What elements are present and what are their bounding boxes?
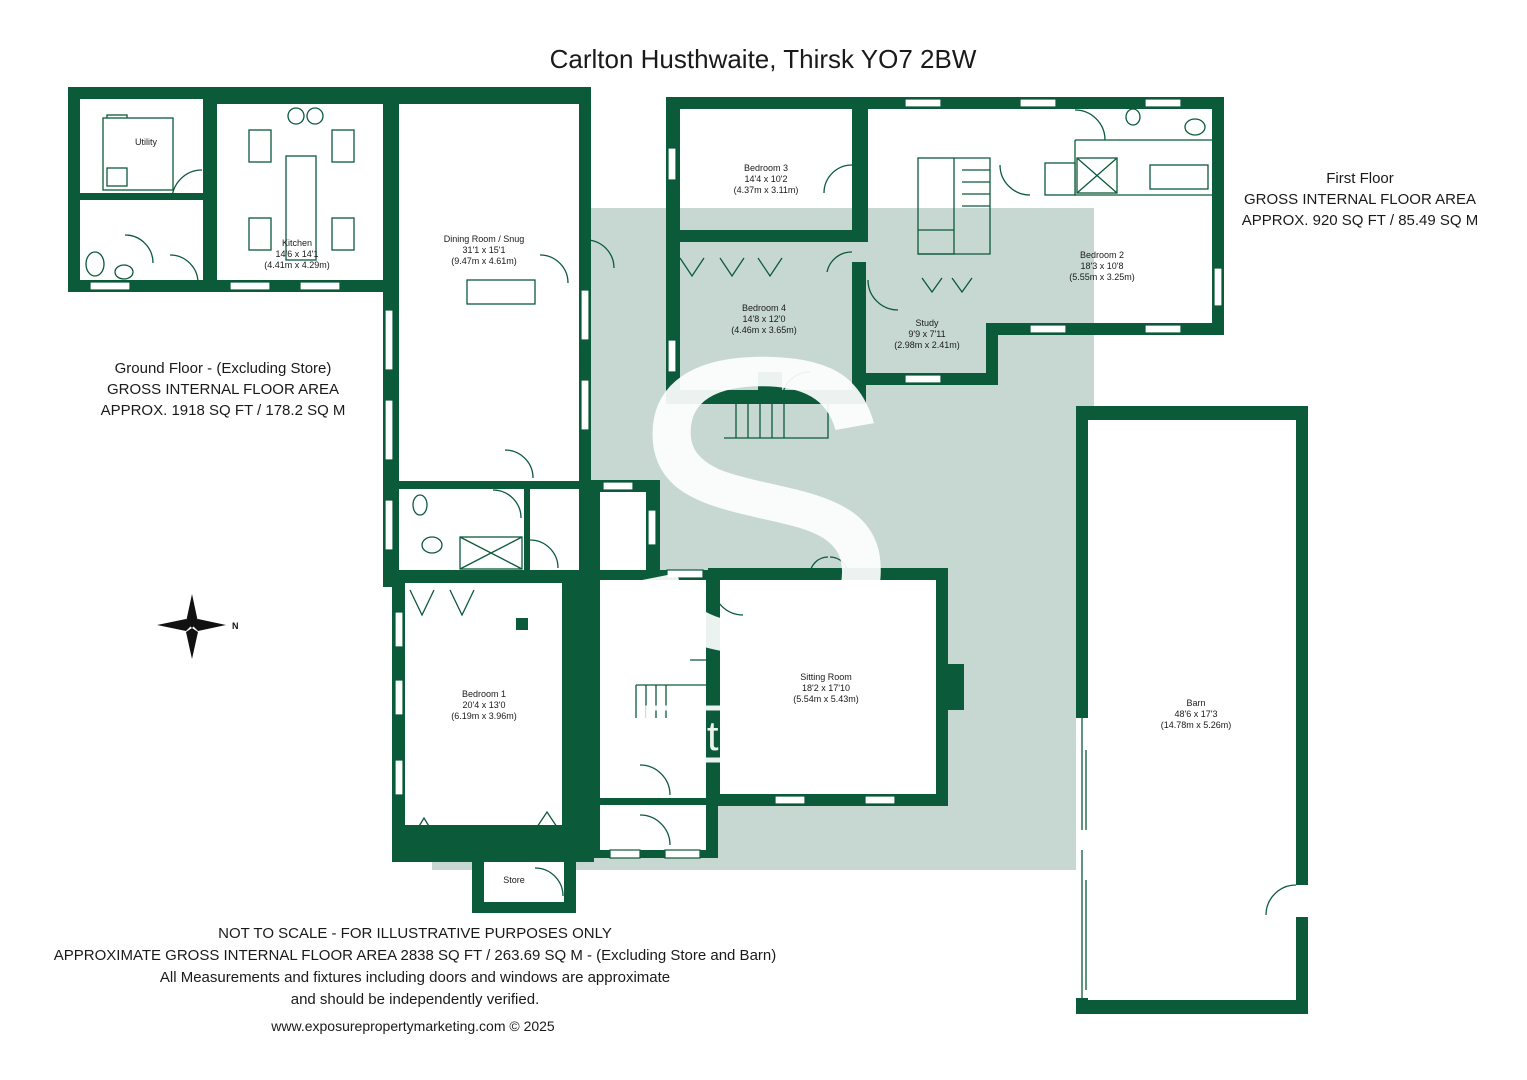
room-label-store: Store [503,875,525,885]
note-line-2: APPROXIMATE GROSS INTERNAL FLOOR AREA 28… [53,947,777,964]
watermark-letter: S [620,271,900,740]
watermark: S Est. 1871 [620,271,900,768]
first-floor-plan [666,97,1224,439]
first-floor-area-value: APPROX. 920 SQ FT / 85.49 SQ M [1241,212,1479,229]
first-floor-area-heading: GROSS INTERNAL FLOOR AREA [1243,191,1476,208]
room-label-utility: Utility [135,137,157,147]
ground-floor-area-heading: GROSS INTERNAL FLOOR AREA [106,381,339,398]
first-floor-area: First Floor GROSS INTERNAL FLOOR AREA AP… [1242,168,1478,231]
note-line-3: All Measurements and fixtures including … [159,969,671,986]
watermark-year: 1871 [752,710,868,768]
note-line-4: and should be independently verified. [290,991,540,1008]
page-title: Carlton Husthwaite, Thirsk YO7 2BW [549,44,977,74]
website-link[interactable]: www.exposurepropertymarketing.com © 2025 [271,1018,555,1034]
note-line-1: NOT TO SCALE - FOR ILLUSTRATIVE PURPOSES… [218,925,612,942]
ground-floor-label: Ground Floor - (Excluding Store) [114,360,332,377]
first-floor-label: First Floor [1326,170,1394,187]
ground-floor-area: Ground Floor - (Excluding Store) GROSS I… [101,358,346,421]
ground-floor-plan [68,87,964,913]
disclaimer-notes: NOT TO SCALE - FOR ILLUSTRATIVE PURPOSES… [54,923,776,1011]
ground-floor-area-value: APPROX. 1918 SQ FT / 178.2 SQ M [100,402,346,419]
compass-label: N [232,621,239,631]
watermark-est: Est. [658,712,730,759]
barn-plan [1076,406,1310,1014]
compass-icon: N [157,594,239,659]
